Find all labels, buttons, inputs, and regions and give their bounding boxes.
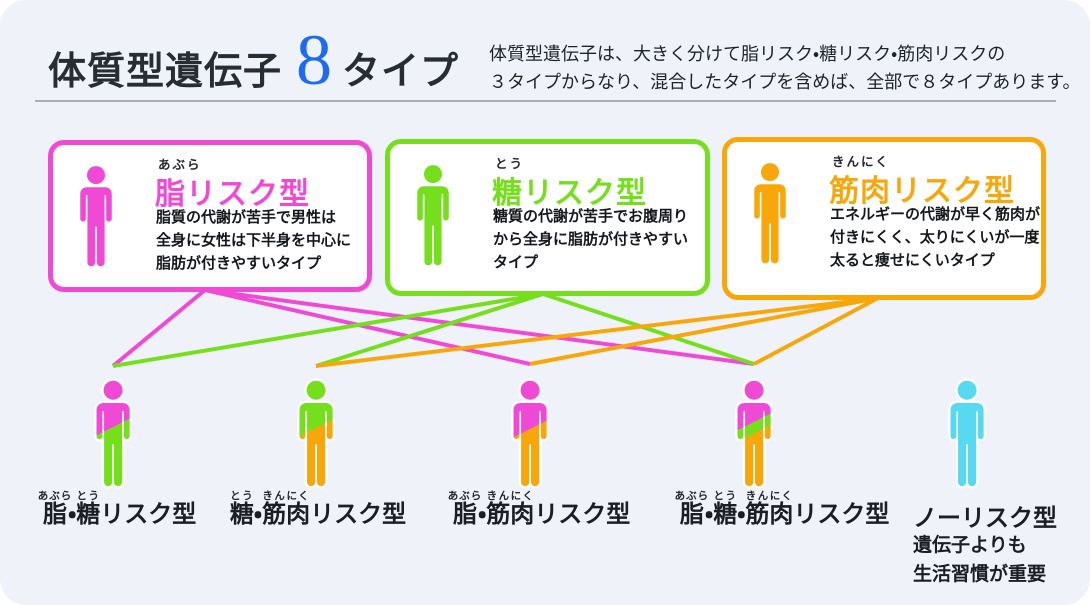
risk-title-fat: 脂リスク型 xyxy=(155,178,310,211)
connector-sugar-to-sugar-muscle xyxy=(315,292,544,368)
risk-desc-muscle: エネルギーの代謝が早く筋肉が付きにくく、太りにくいが一度太ると痩せにくいタイプ xyxy=(830,206,1041,269)
type-label-triple-risk: 脂あぶら・糖とう・筋肉きんにくリスク型 xyxy=(674,490,890,528)
furigana-sugar: とう xyxy=(495,157,525,171)
person-icon-fat-muscle xyxy=(514,381,547,486)
risk-box-sugar: とう 糖リスク型 糖質の代謝が苦手でお腹周りから全身に脂肪が付きやすいタイプ xyxy=(385,139,710,296)
connector-muscle-to-sugar-muscle xyxy=(315,296,879,368)
risk-title-sugar: 糖リスク型 xyxy=(492,177,647,210)
risk-desc-sugar: 糖質の代謝が苦手でお腹周りから全身に脂肪が付きやすいタイプ xyxy=(493,208,689,271)
page-title-main: 体質型遺伝子 xyxy=(48,51,283,93)
connector-lines xyxy=(111,288,879,368)
muscle-connectors xyxy=(315,296,879,368)
risk-title-muscle: 筋肉リスク型 xyxy=(829,175,1015,208)
connector-sugar-to-fat-sugar xyxy=(112,292,544,368)
furigana-fat: あぶら xyxy=(158,158,202,172)
risk-box-muscle: きんにく 筋肉リスク型 エネルギーの代謝が早く筋肉が付きにくく、太りにくいが一度… xyxy=(722,137,1046,300)
connector-fat-to-fat-muscle xyxy=(204,288,531,366)
type-label-fat-muscle: 脂あぶら・筋肉きんにくリスク型 xyxy=(447,490,631,528)
person-icon-no-risk xyxy=(951,381,984,486)
risk-box-fat: あぶら 脂リスク型 脂質の代謝が苦手で男性は全身に女性は下半身を中心に脂肪が付き… xyxy=(48,140,372,292)
connector-fat-to-triple xyxy=(204,288,755,366)
connector-muscle-to-triple xyxy=(753,296,879,366)
type-label-sugar-muscle: 糖とう・筋肉きんにくリスク型 xyxy=(229,490,407,528)
connector-fat-to-fat-sugar xyxy=(111,288,207,368)
type-label-no-risk: ノーリスク型 xyxy=(913,505,1057,532)
person-icon-sugar xyxy=(416,164,450,267)
person-icon-muscle xyxy=(753,162,787,265)
person-icon-sugar-muscle xyxy=(300,381,333,486)
connector-muscle-to-fat-muscle xyxy=(529,296,879,366)
person-icon-triple-risk xyxy=(738,381,771,486)
page-title-suffix: タイプ xyxy=(342,51,460,93)
no-risk-note: 遺伝子よりも生活習慣が重要 xyxy=(913,535,1047,585)
header-divider xyxy=(35,100,1056,102)
person-icon-fat xyxy=(79,165,113,268)
page-title-number: 8 xyxy=(296,20,333,100)
connector-sugar-to-triple xyxy=(542,292,755,366)
sugar-connectors xyxy=(112,292,755,368)
page-title: 体質型遺伝子 8 タイプ xyxy=(48,24,459,96)
furigana-muscle: きんにく xyxy=(832,155,890,169)
person-icon-fat-sugar xyxy=(97,381,130,486)
fat-connectors xyxy=(111,288,755,368)
type-label-fat-sugar: 脂あぶら・糖とうリスク型 xyxy=(37,490,197,528)
risk-desc-fat: 脂質の代謝が苦手で男性は全身に女性は下半身を中心に脂肪が付きやすいタイプ xyxy=(156,209,352,272)
